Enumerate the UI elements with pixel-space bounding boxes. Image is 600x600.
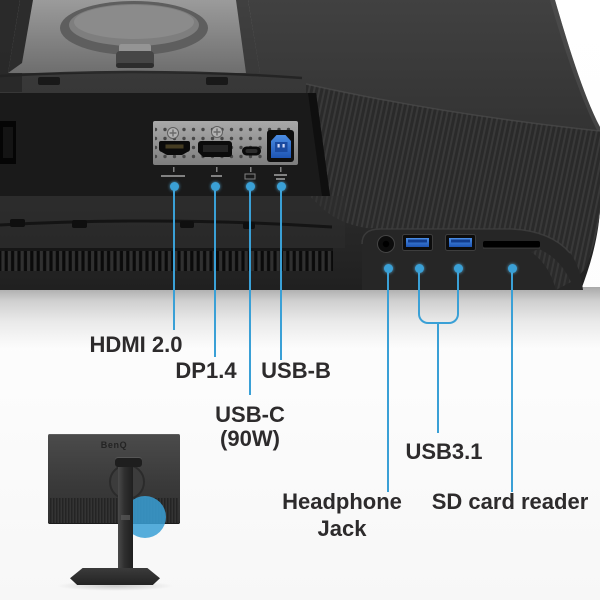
callout-dot-sd bbox=[507, 263, 517, 273]
callout-dot-headphone bbox=[383, 263, 393, 273]
label-usb31: USB3.1 bbox=[405, 439, 483, 464]
label-sd-reader: SD card reader bbox=[431, 489, 589, 514]
callout-dot-usb-a-2 bbox=[453, 263, 463, 273]
label-usb-c-watt: (90W) bbox=[220, 426, 280, 451]
callout-dot-usb-c bbox=[245, 181, 255, 191]
thumbnail-shadow bbox=[56, 581, 174, 591]
port-plate bbox=[153, 121, 298, 165]
callout-dot-dp bbox=[210, 181, 220, 191]
label-usb-c: USB-C bbox=[215, 402, 285, 427]
label-headphone: Headphone bbox=[282, 489, 402, 514]
usb-b-port bbox=[267, 130, 294, 162]
thumbnail-stand-column bbox=[118, 467, 133, 575]
usb-c-port bbox=[242, 146, 261, 156]
sd-card-slot bbox=[483, 241, 540, 249]
callout-dot-hdmi bbox=[169, 181, 179, 191]
hdmi-icon bbox=[161, 167, 185, 177]
callout-line-usb31 bbox=[437, 322, 439, 433]
label-hdmi: HDMI 2.0 bbox=[89, 332, 183, 357]
vent-strip bbox=[0, 248, 333, 271]
hdmi-port bbox=[159, 141, 190, 155]
usb-a-port-2 bbox=[445, 234, 476, 251]
usb-b-icon bbox=[274, 167, 287, 180]
thumbnail-stand-base bbox=[70, 568, 160, 585]
label-dp: DP1.4 bbox=[175, 358, 237, 383]
usb-a-port-1 bbox=[402, 234, 433, 251]
callout-line-hdmi bbox=[173, 186, 175, 330]
callout-line-usb-c bbox=[249, 186, 251, 395]
callout-line-dp bbox=[214, 186, 216, 357]
usb-c-icon bbox=[244, 167, 256, 180]
stand-mount-area bbox=[8, 0, 260, 73]
callout-line-headphone bbox=[387, 268, 389, 492]
callout-bracket-usb31 bbox=[418, 268, 459, 324]
screw-icon bbox=[211, 126, 223, 138]
monitor-drop-shadow bbox=[0, 287, 600, 349]
label-headphone-jack: Jack bbox=[317, 516, 367, 541]
callout-line-usb-b bbox=[280, 186, 282, 360]
displayport-port bbox=[198, 141, 232, 157]
headphone-jack-port bbox=[377, 235, 395, 253]
callout-line-sd bbox=[511, 268, 513, 492]
thumbnail-stand-tag bbox=[121, 515, 130, 520]
product-thumbnail: BenQ bbox=[48, 434, 180, 594]
monitor-rear-photo bbox=[0, 0, 600, 290]
brand-logo: BenQ bbox=[100, 440, 128, 450]
thumbnail-handle bbox=[115, 458, 142, 467]
callout-dot-usb-b bbox=[276, 181, 286, 191]
side-port-panel bbox=[361, 228, 583, 290]
screw-icon bbox=[167, 127, 179, 139]
dp-icon bbox=[211, 167, 222, 177]
callout-dot-usb-a-1 bbox=[414, 263, 424, 273]
label-usb-b: USB-B bbox=[261, 358, 331, 383]
